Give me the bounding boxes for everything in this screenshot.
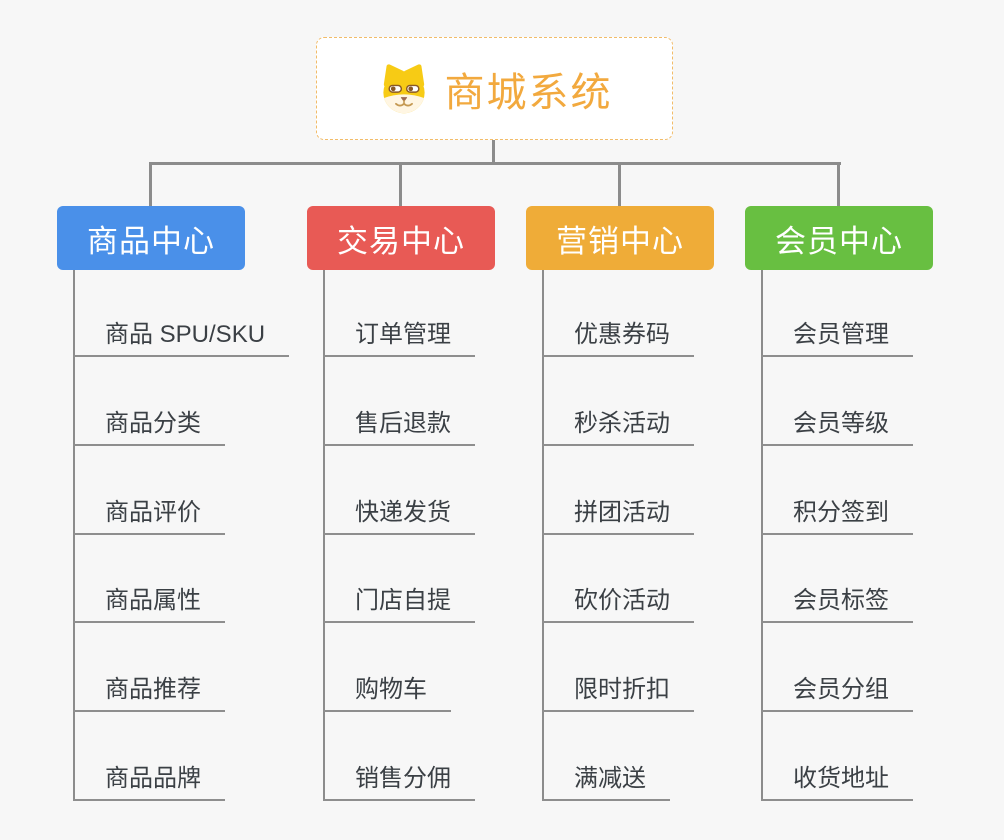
branch-node-member-center[interactable]: 会员中心 [745,206,933,270]
connector-drop-branch-4 [837,162,840,207]
branch-node-marketing-center[interactable]: 营销中心 [526,206,714,270]
mindmap-item[interactable]: 商品推荐 [73,674,225,712]
spine-branch-4 [761,270,763,801]
mindmap-item[interactable]: 砍价活动 [542,585,694,623]
root-title: 商城系统 [444,70,613,115]
mindmap-item[interactable]: 拼团活动 [542,497,694,535]
mindmap-item[interactable]: 商品分类 [73,408,225,446]
branch-node-trade-center[interactable]: 交易中心 [307,206,495,270]
connector-horizontal-bar [150,162,841,165]
mindmap-item[interactable]: 收货地址 [761,763,913,801]
mindmap-item[interactable]: 满减送 [542,763,670,801]
mindmap-item[interactable]: 销售分佣 [323,763,475,801]
spine-branch-3 [542,270,544,801]
mindmap-item[interactable]: 商品 SPU/SKU [73,319,290,357]
mindmap-item[interactable]: 商品评价 [73,497,225,535]
mindmap-item[interactable]: 积分签到 [761,497,913,535]
spine-branch-2 [323,270,325,801]
connector-drop-branch-1 [149,162,152,207]
mindmap-item[interactable]: 会员等级 [761,408,913,446]
mindmap-item[interactable]: 门店自提 [323,585,475,623]
branch-node-product-center[interactable]: 商品中心 [57,206,245,270]
mindmap-item[interactable]: 限时折扣 [542,674,694,712]
mindmap-item[interactable]: 订单管理 [323,319,475,357]
mindmap-item[interactable]: 购物车 [323,674,451,712]
doge-icon [377,63,431,115]
mindmap-item[interactable]: 会员管理 [761,319,913,357]
mindmap-item[interactable]: 会员分组 [761,674,913,712]
mindmap-item[interactable]: 秒杀活动 [542,408,694,446]
mindmap-item[interactable]: 会员标签 [761,585,913,623]
root-node[interactable]: 商城系统 [316,37,673,140]
spine-branch-1 [73,270,75,801]
connector-root-drop [492,140,495,165]
mindmap-item[interactable]: 商品属性 [73,585,225,623]
mindmap-item[interactable]: 商品品牌 [73,763,225,801]
mindmap-item[interactable]: 快递发货 [323,497,475,535]
mindmap-item[interactable]: 售后退款 [323,408,475,446]
connector-drop-branch-3 [618,162,621,207]
mindmap-item[interactable]: 优惠券码 [542,319,694,357]
connector-drop-branch-2 [399,162,402,207]
